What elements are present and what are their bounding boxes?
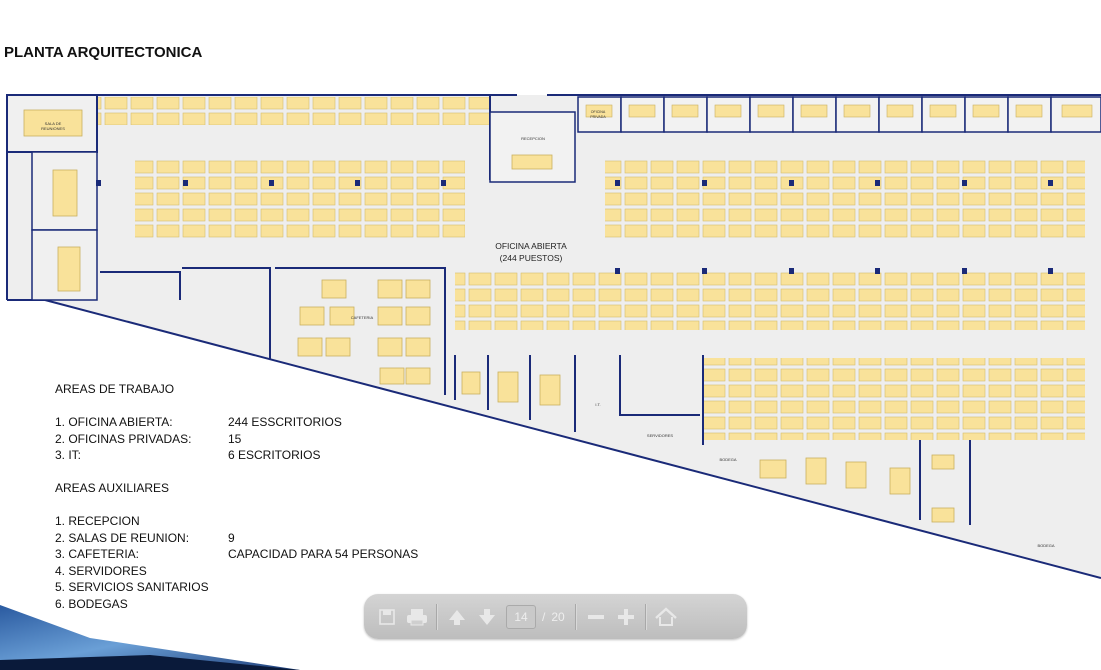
legend-row: 2. SALAS DE REUNION: 9 [55, 530, 418, 547]
toolbar-divider [436, 603, 438, 630]
open-office-count: (244 PUESTOS) [500, 253, 563, 263]
page-number-input[interactable]: 14 [506, 604, 536, 629]
legend-value: 244 ESSCRITORIOS [228, 415, 342, 429]
legend-label: 2. SALAS DE REUNION: [55, 530, 190, 545]
print-icon [407, 608, 427, 625]
save-icon [379, 608, 395, 625]
previous-page-button[interactable] [442, 602, 472, 632]
zoom-in-icon [617, 608, 634, 625]
home-icon [654, 606, 677, 626]
storage-label: BODEGA [719, 457, 736, 462]
legend-label: 1. RECEPCION [55, 514, 140, 528]
legend-value: CAPACIDAD PARA 54 PERSONAS [228, 547, 419, 561]
legend-label: 4. SERVIDORES [55, 563, 147, 578]
home-button[interactable] [651, 602, 681, 632]
zoom-out-button[interactable] [581, 602, 611, 632]
print-button[interactable] [402, 602, 432, 632]
legend-row: 5. SERVICIOS SANITARIOS [55, 579, 418, 596]
legend-label: 5. SERVICIOS SANITARIOS [55, 580, 209, 594]
decorative-stripe [0, 605, 300, 670]
legend-label: 2. OFICINAS PRIVADAS: [55, 431, 192, 446]
page-title: PLANTA ARQUITECTONICA [4, 44, 203, 61]
legend-label: 1. OFICINA ABIERTA: [55, 415, 173, 429]
cafeteria-label: CAFETERIA [351, 315, 374, 320]
legend-row: 1. RECEPCION [55, 513, 418, 530]
work-areas-heading: AREAS DE TRABAJO [55, 382, 175, 396]
servers-label: SERVIDORES [647, 433, 673, 438]
zoom-out-icon [587, 614, 604, 619]
next-page-button[interactable] [472, 602, 502, 632]
previous-page-icon [449, 609, 465, 625]
it-label: I.T. [595, 402, 600, 407]
pdf-viewer-toolbar: 14 / 20 [364, 594, 747, 639]
legend-label: 3. IT: [55, 448, 82, 462]
legend-label: 6. BODEGAS [55, 596, 128, 611]
next-page-icon [479, 608, 495, 625]
total-pages: 20 [551, 609, 565, 624]
legend-value: 6 ESCRITORIOS [228, 448, 321, 462]
legend-row: 6. BODEGAS [55, 596, 418, 613]
aux-areas-heading: AREAS AUXILIARES [55, 481, 170, 495]
legend-label: 3. CAFETERIA: [55, 547, 140, 561]
meeting-room-label: SALA DE [45, 121, 62, 126]
private-offices [577, 96, 1101, 133]
page-separator: / [542, 609, 546, 624]
storage-label: BODEGA [1037, 543, 1054, 548]
private-office-label: OFICINA [591, 110, 606, 114]
legend-row: 2. OFICINAS PRIVADAS: 15 [55, 431, 418, 448]
reception-label: RECEPCION [521, 136, 545, 141]
legend-row: 3. IT: 6 ESCRITORIOS [55, 447, 418, 464]
open-office-label: OFICINA ABIERTA [495, 241, 567, 251]
meeting-room-label: REUNIONES [41, 126, 65, 131]
legend-row: 3. CAFETERIA: CAPACIDAD PARA 54 PERSONAS [55, 546, 418, 563]
legend-row: 4. SERVIDORES [55, 563, 418, 580]
zoom-in-button[interactable] [611, 602, 641, 632]
private-office-label: PRIVADA [590, 115, 606, 119]
areas-legend: AREAS DE TRABAJO 1. OFICINA ABIERTA: 244… [55, 381, 418, 612]
save-button[interactable] [372, 602, 402, 632]
toolbar-divider [644, 603, 647, 630]
diagonal-wall [44, 299, 1101, 579]
toolbar-divider [574, 603, 577, 630]
legend-value: 9 [228, 530, 235, 545]
legend-row: 1. OFICINA ABIERTA: 244 ESSCRITORIOS [55, 414, 418, 431]
legend-value: 15 [228, 431, 242, 446]
